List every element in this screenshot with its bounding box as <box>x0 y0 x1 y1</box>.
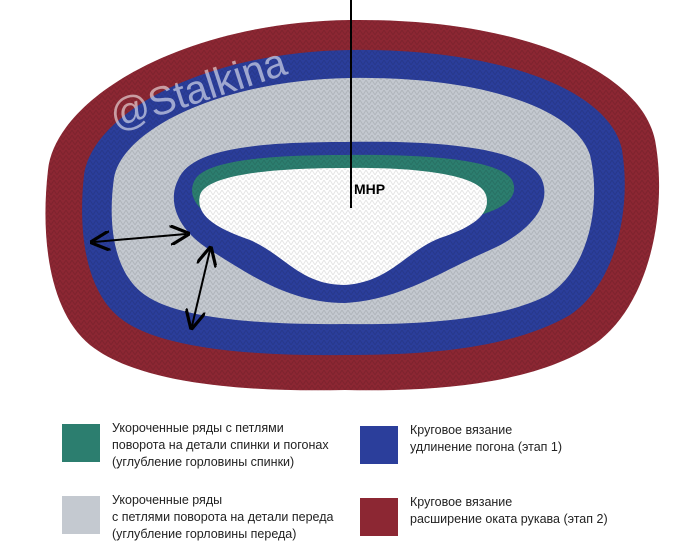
legend-text-gray: Укороченные ряды с петлями поворота на д… <box>112 493 334 541</box>
swatch-gray <box>62 496 100 534</box>
legend-item-blue: Круговое вязание удлинение погона (этап … <box>360 422 562 464</box>
swatch-teal <box>62 424 100 462</box>
vertical-measure-arrow <box>192 250 210 326</box>
legend-item-burgundy: Круговое вязание расширение оката рукава… <box>360 494 608 536</box>
legend-item-gray: Укороченные ряды с петлями поворота на д… <box>62 492 333 543</box>
swatch-blue <box>360 426 398 464</box>
marker-label: МНР <box>354 181 385 197</box>
knitted-yoke-photo: @Stalkina МНР <box>45 0 660 391</box>
knitted-yoke <box>45 19 660 391</box>
legend-text-blue: Круговое вязание удлинение погона (этап … <box>410 423 563 454</box>
legend-item-teal: Укороченные ряды с петлями поворота на д… <box>62 420 329 471</box>
legend-text-teal: Укороченные ряды с петлями поворота на д… <box>112 421 329 469</box>
horizontal-measure-arrow <box>94 234 186 242</box>
legend-text-burgundy: Круговое вязание расширение оката рукава… <box>410 495 608 526</box>
swatch-burgundy <box>360 498 398 536</box>
